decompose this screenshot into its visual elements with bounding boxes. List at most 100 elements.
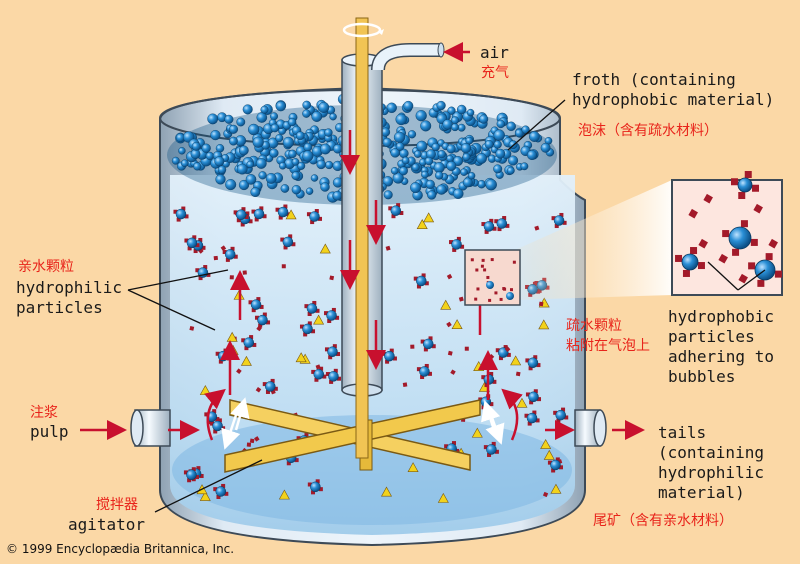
bubble-with-particles [306, 209, 323, 225]
froth-bubble [437, 150, 446, 159]
hydrophobic-particle [458, 296, 464, 302]
hydrophobic-particle [534, 225, 540, 231]
bubble-with-particles [241, 335, 257, 351]
froth-bubble [256, 112, 268, 123]
bubble-with-particles [413, 273, 429, 289]
leader-lines [127, 99, 766, 513]
froth-bubble [260, 105, 269, 114]
label-air: air [480, 43, 509, 62]
agitator-impeller [224, 399, 481, 473]
froth-bubble [238, 179, 250, 191]
label-hydrophilic-cn: 亲水颗粒 [18, 259, 74, 275]
froth-bubble [287, 117, 297, 127]
froth-bubble [435, 171, 444, 180]
label-air-cn: 充气 [481, 65, 509, 81]
froth-bubble [427, 190, 437, 200]
bubble-with-particles [388, 203, 404, 219]
froth-bubble [393, 131, 406, 143]
froth-bubble [527, 149, 538, 160]
froth-bubble [493, 129, 505, 141]
froth-bubble [413, 150, 422, 158]
paddle-motion-arrows [221, 397, 505, 450]
froth-bubble [493, 164, 503, 174]
hydrophobic-particle [189, 325, 195, 331]
froth-bubble [302, 109, 311, 118]
froth-bubble [311, 111, 323, 122]
froth-bubble [297, 161, 306, 170]
hydrophilic-particle [543, 449, 555, 460]
hydrophobic-particle [255, 386, 262, 393]
froth-bubble [279, 162, 287, 170]
froth-bubble [320, 182, 330, 192]
hydrophilic-particle [313, 314, 325, 325]
froth-bubble [466, 108, 475, 117]
hydrophobic-particle [281, 264, 286, 269]
bubble-with-particles [420, 336, 436, 352]
froth-bubble [453, 155, 464, 166]
froth-bubble [288, 149, 297, 159]
froth-bubble [247, 123, 260, 136]
froth-bubble [295, 131, 305, 141]
froth-bubble [210, 130, 221, 141]
bubble-with-particles [525, 389, 542, 405]
label-froth-cn: 泡沫（含有疏水材料） [578, 123, 718, 139]
froth-bubble [479, 114, 489, 124]
hydrophobic-particle [385, 245, 391, 251]
bubble-with-particles [173, 206, 189, 222]
froth-bubble [255, 157, 267, 169]
label-hydrophobic-cn: 疏水颗粒 粘附在气泡上 [566, 318, 650, 354]
hydrophilic-particle [471, 427, 483, 438]
froth-bubble [246, 160, 254, 169]
copyright-notice: © 1999 Encyclopædia Britannica, Inc. [6, 542, 235, 556]
hydrophilic-particle [437, 492, 449, 503]
froth-bubble [250, 187, 261, 198]
froth-bubble [452, 188, 464, 199]
hydrophilic-particle [319, 243, 331, 254]
hydrophilic-particle [285, 209, 297, 220]
froth-bubble [291, 184, 302, 195]
froth-bubble [191, 141, 201, 151]
froth-bubble [451, 123, 459, 132]
froth-bubble [401, 156, 410, 165]
hydrophilic-particle [440, 299, 452, 310]
froth-bubble [431, 142, 440, 152]
froth-bubble [447, 106, 456, 115]
froth-bubble [329, 112, 337, 121]
froth-bubble [324, 128, 333, 137]
froth-bubble [180, 159, 189, 167]
froth-bubble [484, 139, 494, 149]
froth-bubble [508, 155, 519, 166]
bubble-with-particles [222, 246, 238, 262]
froth-bubble [270, 123, 280, 133]
bubble-with-particles [184, 235, 200, 251]
bubble-with-particles [251, 206, 267, 222]
bubble-with-particles [324, 307, 340, 323]
froth-bubble [395, 113, 407, 126]
hydrophilic-particle [199, 490, 211, 501]
froth-bubble [236, 117, 246, 127]
froth-bubble [302, 150, 314, 162]
rotation-arrow-icon [342, 22, 384, 38]
froth-bubble [446, 160, 457, 171]
hydrophobic-particle [246, 442, 252, 447]
froth-bubble [514, 128, 524, 138]
hydrophilic-particle [510, 355, 522, 366]
froth-bubble [178, 147, 186, 155]
hydrophobic-particle [464, 346, 469, 351]
froth-bubble [506, 166, 515, 175]
froth-bubble [214, 156, 225, 167]
hydrophobic-particle [329, 275, 335, 281]
hydrophobic-particle [515, 371, 521, 377]
froth-bubble [395, 142, 405, 151]
hydrophobic-particle [450, 369, 456, 375]
froth-bubble [493, 140, 502, 149]
hydrophilic-particle [380, 486, 393, 497]
froth-bubble [382, 176, 394, 187]
hydrophilic-particle [416, 219, 428, 229]
froth-bubble [462, 177, 473, 188]
label-hydrophobic: hydrophobic particles adhering to bubble… [668, 307, 774, 386]
froth-bubble [205, 151, 214, 161]
froth-bubble [477, 179, 486, 189]
froth-bubble [207, 113, 219, 125]
hydrophilic-particle [295, 352, 307, 363]
